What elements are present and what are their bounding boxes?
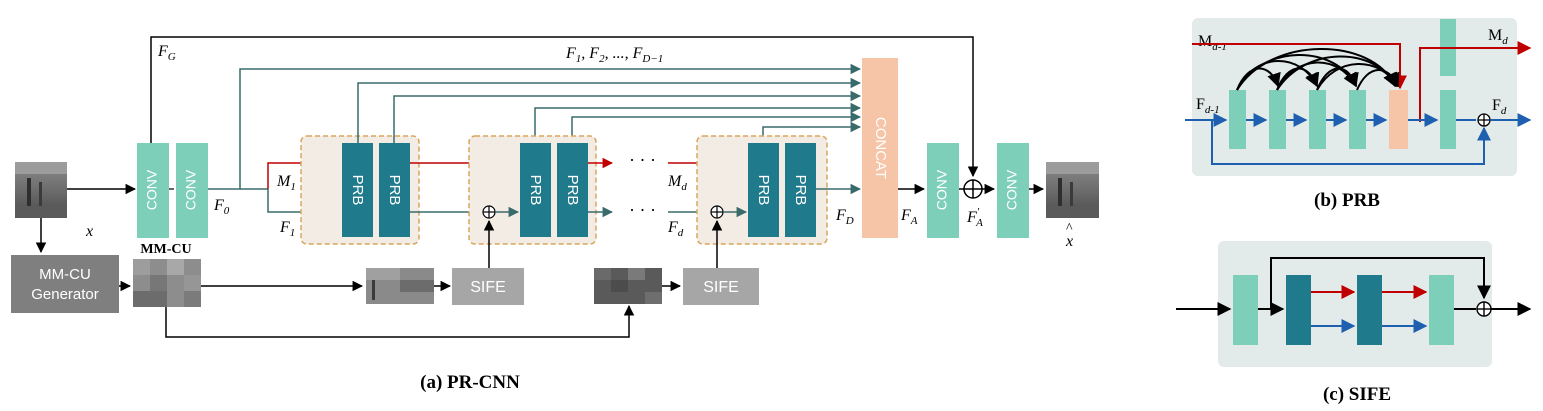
prb-concat [1389, 90, 1408, 149]
sife-block-2 [683, 268, 759, 305]
sife-block-1-label: SIFE [470, 279, 506, 296]
mmcu-generator-line1: MM-CU [39, 266, 91, 283]
conv-block-4-label: CONV [1004, 169, 1020, 210]
prb-block-2 [379, 143, 410, 237]
prb-conv-4 [1349, 90, 1366, 149]
prb-conv-1 [1229, 90, 1246, 149]
arrow-tap-1 [357, 77, 862, 143]
concat-block [862, 58, 898, 238]
conv-block-1 [137, 143, 169, 238]
prb-label-m-out: Md [1488, 27, 1508, 47]
conv-block-2-label: CONV [183, 169, 199, 210]
label-fg: FG [157, 43, 176, 63]
label-x: x [85, 223, 93, 240]
caption-b: (b) PRB [1314, 190, 1380, 211]
prb-block-6 [785, 143, 816, 237]
sife-block-2-label: SIFE [703, 279, 739, 296]
sife-detail-panel: (c) SIFE [1176, 241, 1532, 405]
arrow-f0-to-concat [208, 63, 862, 190]
label-m1: M1 [276, 173, 296, 193]
label-md: Md [667, 173, 687, 193]
prb-block-1 [342, 143, 373, 237]
arrow-tap-4 [571, 111, 862, 143]
label-fD: FD [835, 207, 854, 227]
mmcu-generator-line2: Generator [31, 286, 99, 303]
prb-block-5 [748, 143, 779, 237]
prb-block-5-label: PRB [755, 175, 772, 206]
concat-block-label: CONCAT [872, 117, 889, 179]
label-f1: F1 [279, 219, 295, 239]
sife-conv-2 [1429, 275, 1454, 345]
arrow-global-skip-fg [150, 36, 979, 178]
ellipsis-top: · · · [629, 150, 656, 170]
label-f0: F0 [213, 197, 230, 217]
conv-block-1-label: CONV [144, 169, 160, 210]
prb-arrow-m-out [1419, 41, 1532, 122]
x-hat-accent: ^ [1066, 221, 1073, 236]
prb-skip-connection [1211, 120, 1491, 165]
output-frame-image [1046, 162, 1099, 218]
prb-block-3 [520, 143, 551, 237]
prb-conv-5 [1440, 90, 1456, 149]
label-fA-prime: F'A [966, 206, 983, 229]
prb-block-6-label: PRB [792, 175, 809, 206]
label-x-hat: x [1065, 233, 1073, 250]
prb-block-4-label: PRB [564, 175, 581, 206]
prb-dense-connections [1236, 48, 1400, 91]
prb-conv-3 [1309, 90, 1326, 149]
pr-cnn-panel: x CONV CONV FG F1, F2, ..., FD−1 F0 M1 F… [11, 36, 1099, 393]
mmcu-generator-block [11, 255, 119, 313]
arrow-tap-3 [534, 102, 862, 143]
conv-block-3-label: CONV [934, 169, 950, 210]
sife-skip-connection [1270, 257, 1491, 309]
sife-prb-2 [1357, 275, 1382, 345]
sife-prb-1 [1286, 275, 1311, 345]
mmcu-downsampled-image-1 [366, 268, 434, 304]
arrow-tap-2 [393, 90, 862, 143]
prb-block-4 [557, 143, 588, 237]
prb-detail-panel: Md-1 Md Fd-1 [1185, 18, 1532, 211]
arrow-mmcu-to-small-2 [165, 304, 635, 338]
prb-block-1-label: PRB [349, 175, 366, 206]
prb-label-f-out: Fd [1492, 97, 1507, 117]
conv-block-3 [927, 143, 959, 238]
sife-block-1 [452, 268, 524, 305]
prb-arrow-m-in [1192, 43, 1407, 90]
label-f-list: F1, F2, ..., FD−1 [565, 45, 663, 65]
sife-conv-1 [1233, 275, 1258, 345]
prb-block-3-label: PRB [527, 175, 544, 206]
ellipsis-bottom: · · · [629, 200, 656, 220]
mmcu-label: MM-CU [140, 242, 191, 257]
caption-a: (a) PR-CNN [420, 372, 520, 393]
conv-block-4 [997, 143, 1029, 238]
mmcu-image [133, 259, 201, 307]
label-fA: FA [900, 207, 918, 227]
conv-block-2 [176, 143, 208, 238]
prb-block-2-label: PRB [386, 175, 403, 206]
mmcu-downsampled-image-2 [594, 268, 662, 304]
input-frame-image [15, 162, 67, 218]
prb-conv-2 [1269, 90, 1286, 149]
label-fd: Fd [667, 219, 684, 239]
caption-c: (c) SIFE [1323, 384, 1391, 405]
